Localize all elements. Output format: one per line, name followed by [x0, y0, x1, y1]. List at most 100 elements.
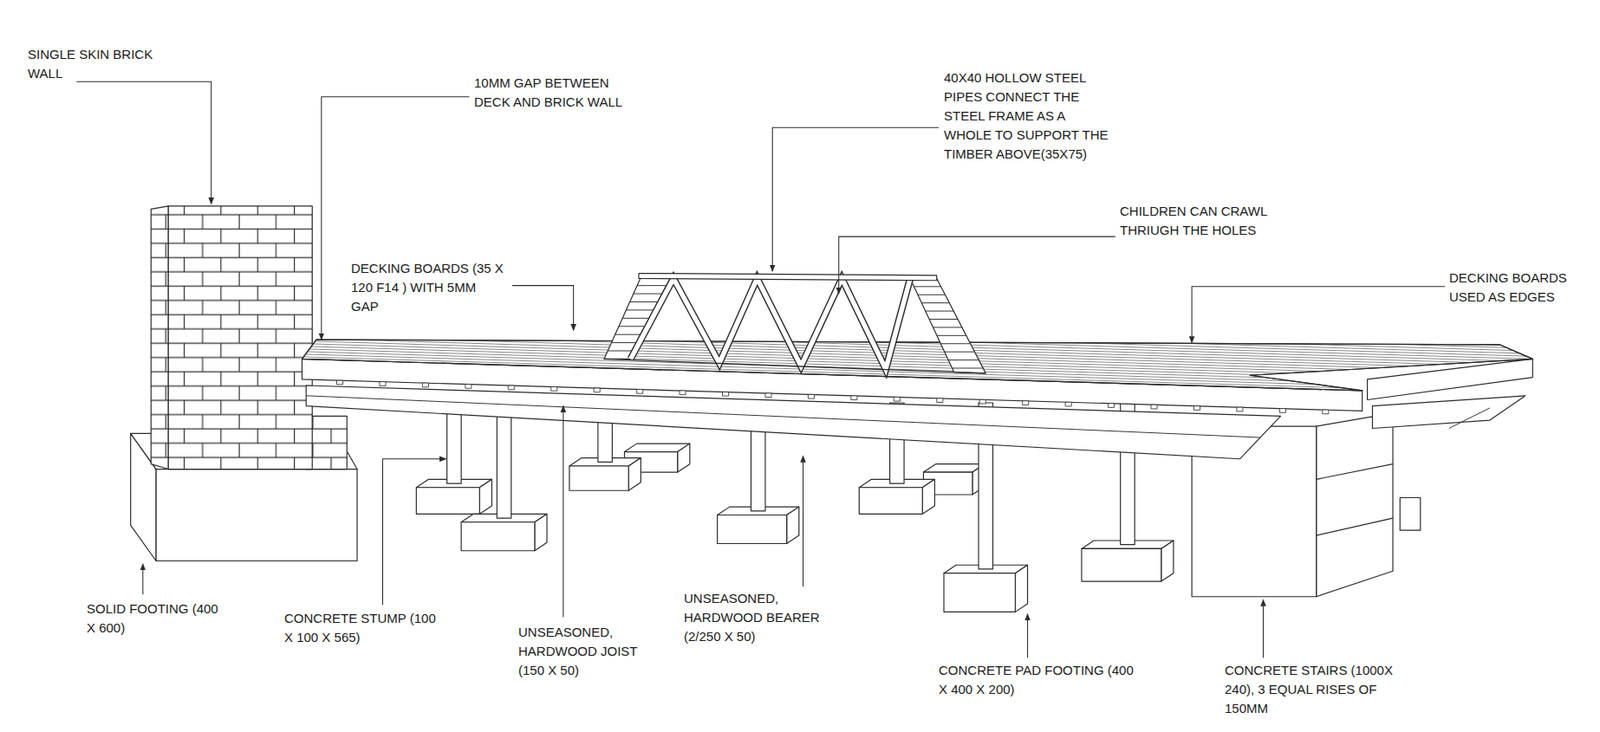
joist-end: [807, 394, 814, 399]
timber-slat: [611, 342, 639, 344]
timber-slat: [633, 293, 665, 295]
callout-label: CONCRETE STUMP (100 X 100 X 565): [284, 609, 436, 648]
pad-footing: [943, 573, 1015, 613]
joist-end: [551, 387, 558, 392]
footing-front: [156, 469, 358, 562]
pad-footing-side: [922, 479, 935, 514]
joist-end: [851, 396, 858, 401]
brick-wall-front: [168, 206, 313, 470]
callout-label: DECKING BOARDS USED AS EDGES: [1449, 268, 1588, 307]
decking-board-line: [286, 367, 1552, 406]
brick-wall-side: [150, 206, 169, 470]
pad-footing-side: [1161, 540, 1174, 582]
joist-end: [979, 399, 986, 404]
callout-label: CONCRETE PAD FOOTING (400 X 400 X 200): [938, 661, 1143, 700]
leader-line: [1262, 599, 1264, 658]
joist-end: [1108, 403, 1115, 409]
joist-end: [679, 390, 686, 396]
slat-panel-right: [910, 278, 986, 373]
leader-line: [839, 236, 1116, 294]
decking-board-line: [286, 422, 1552, 462]
decking-board-line: [286, 375, 1552, 414]
joist-end: [379, 382, 386, 387]
deck-top-outline: [301, 339, 1533, 391]
decking-board-line: [286, 420, 1552, 459]
decking-board-line: [286, 433, 1552, 472]
timber-slat: [637, 285, 670, 287]
decking-board-line: [286, 390, 1552, 430]
decking-board-line: [286, 430, 1552, 469]
timber-slat: [618, 325, 648, 327]
joist-end: [593, 388, 600, 393]
timber-slat: [933, 326, 963, 328]
decking-board-line: [286, 398, 1552, 437]
leader-line: [321, 97, 470, 340]
steel-truss: [630, 278, 911, 370]
timber-slat: [952, 368, 984, 370]
decking-board-line: [286, 383, 1552, 422]
joist-end: [722, 391, 729, 397]
pad-footing: [1081, 548, 1162, 582]
callout-label: DECKING BOARDS (35 X 120 F14 ) WITH 5MM …: [351, 259, 508, 317]
pad-footing: [717, 515, 787, 545]
pad-footing: [569, 466, 629, 491]
leader-line: [512, 286, 574, 332]
decking-board-line: [286, 348, 1552, 387]
decking-board-line: [286, 356, 1552, 395]
joist-end: [936, 398, 944, 404]
decking-board-line: [286, 353, 1552, 392]
callout-label: SOLID FOOTING (400 X 600): [86, 599, 226, 638]
leader-line: [562, 406, 564, 618]
pad-footing-side: [677, 443, 690, 473]
decking-board-line: [286, 370, 1552, 409]
pad-footing-side: [628, 458, 641, 492]
callout-label: SINGLE SKIN BRICK WALL: [27, 45, 176, 84]
stairs-side: [1316, 413, 1393, 598]
pad-footing: [858, 487, 923, 515]
decking-board-line: [286, 305, 1552, 345]
decking-board-line: [286, 351, 1552, 390]
timber-slat: [921, 302, 950, 304]
pad-footing-side: [786, 507, 800, 544]
leader-line: [142, 564, 144, 595]
callout-label: UNSEASONED, HARDWOOD JOIST (150 X 50): [518, 623, 649, 681]
timber-slat: [925, 311, 954, 313]
callout-label: CHILDREN CAN CRAWL THRIUGH THE HOLES: [1119, 201, 1276, 241]
illustration-group: [76, 81, 1551, 658]
stairs-small-block: [1399, 498, 1421, 532]
timber-slat: [948, 359, 979, 361]
truss-bottom-rail: [604, 358, 986, 373]
decking-board-line: [286, 372, 1552, 411]
callout-label: CONCRETE STAIRS (1000X 240), 3 EQUAL RIS…: [1224, 661, 1394, 719]
decking-board-line: [286, 401, 1552, 440]
wing-bearer: [1372, 396, 1526, 430]
stair-step: [1316, 464, 1393, 481]
joist-end: [1065, 402, 1072, 407]
pad-footing: [416, 487, 480, 515]
joist-end: [1193, 406, 1200, 411]
pad-footing: [461, 522, 535, 552]
timber-slat: [944, 351, 976, 353]
decking-board-line: [286, 364, 1552, 404]
decking-board-line: [286, 415, 1552, 454]
timber-slat: [914, 286, 942, 287]
decking-board-line: [286, 428, 1552, 467]
decking-boards: [286, 305, 1552, 474]
joist-end: [1022, 401, 1029, 406]
timber-slat: [615, 334, 644, 336]
leader-line: [76, 81, 211, 204]
timber-slat: [936, 335, 967, 337]
callout-label: 40X40 HOLLOW STEEL PIPES CONNECT THE STE…: [943, 68, 1113, 164]
decking-board-line: [286, 380, 1552, 419]
joist-end: [422, 383, 429, 388]
joist-end: [1236, 407, 1243, 412]
decking-board-line: [286, 435, 1552, 475]
callout-label: 10MM GAP BETWEEN DECK AND BRICK WALL: [474, 73, 639, 112]
timber-slat: [622, 318, 652, 319]
leader-line: [802, 455, 804, 587]
joist-end: [337, 380, 344, 385]
decking-board-line: [286, 425, 1552, 464]
decking-board-line: [286, 407, 1552, 446]
joist-end: [1151, 404, 1158, 410]
